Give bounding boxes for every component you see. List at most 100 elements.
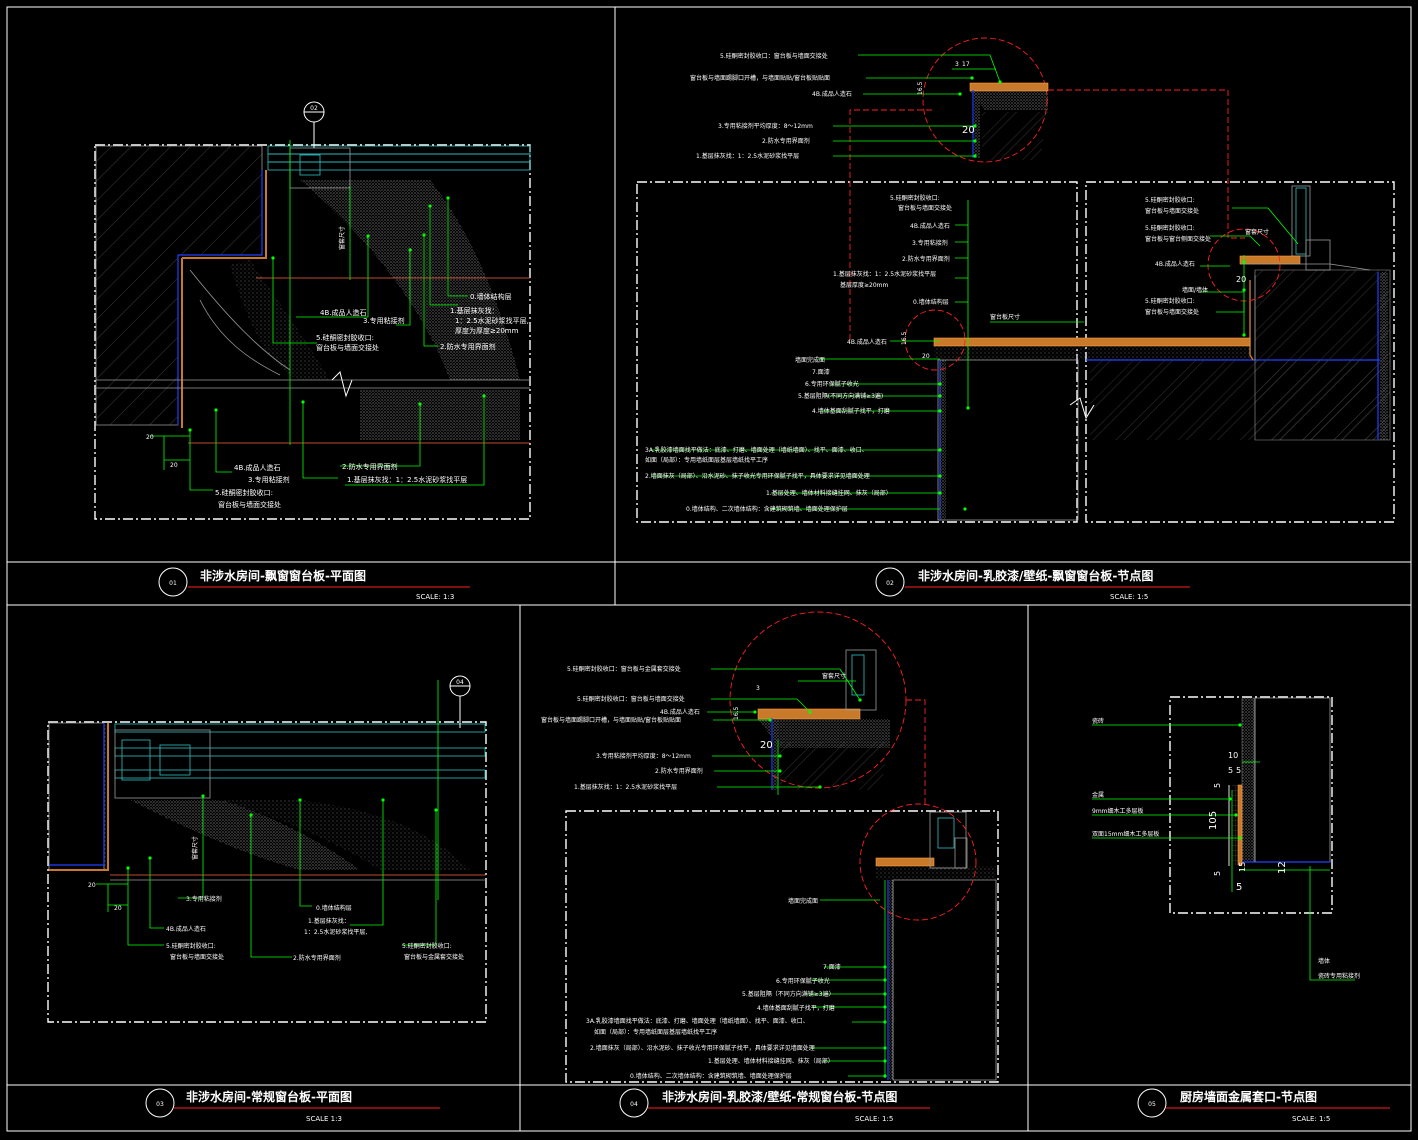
callout-top [729,611,926,805]
label-multiline: 1.基层抹灰找： 1：2.5水泥砂浆找平层, [304,917,367,936]
panel-02-leaders-mid [651,200,1084,511]
svg-text:3: 3 [756,685,760,692]
label: 7.面漆 [823,963,841,971]
label: 墙面完成面 [795,356,825,364]
label: 1.基层抹灰找：1：2.5水泥砂浆找平层 [347,475,467,484]
stone-sill [933,337,1251,347]
title-05: 05 厨房墙面金属套口-节点图 SCALE: 1:5 [1137,1088,1390,1123]
label: 4B.成品人造石 [320,308,366,317]
panel-01-leaders [188,186,486,491]
label: 2.防水专用界面剂 [342,462,398,471]
wall-hatch [96,146,262,425]
label: 墙体 [1318,957,1330,965]
title-02: 02 非涉水房间-乳胶漆/壁纸-飘窗窗台板-节点图 SCALE: 1:5 [875,567,1190,601]
label: 5.硅酮密封胶收口：窗台板与墙面交接处 [720,52,828,60]
detail-border [94,144,531,520]
svg-text:5: 5 [1236,882,1242,893]
label: 5.基层阻隔（不同方向满铺≥3遍） [742,990,835,998]
svg-text:20: 20 [170,462,178,469]
label-multiline: 5.硅酮密封胶收口: 窗台板与墙面交接处 [316,333,379,352]
label: 3.专用粘接剂 [248,475,290,484]
svg-text:3: 3 [955,61,959,68]
label: 4B.成品人造石 [660,708,700,716]
label: 4B.成品人造石 [234,463,280,472]
label: 2.防水专用界面剂 [902,255,950,263]
svg-text:5: 5 [1213,783,1222,788]
svg-text:SCALE: 1:5: SCALE: 1:5 [1292,1115,1330,1123]
panel-02-leaders-top [833,54,1002,158]
label: 5.硅酮密封胶收口：窗台板与金属套交接处 [567,665,681,673]
panel-05-node: 瓷砖 金属 9mm细木工多层板 双面15mm细木工多层板 墙体 瓷砖专用粘接剂 … [1092,696,1360,981]
label: 1.基层处理、墙体材料接缝挂网、抹灰（局部） [708,1057,834,1065]
label-multiline: 5.硅酮密封胶收口: 窗台板与金属套交接处 [402,942,464,961]
panel-title: 厨房墙面金属套口-节点图 [1180,1089,1317,1104]
window-frame [929,811,968,869]
label-multiline: 5.硅酮密封胶收口: 窗台板与墙面交接处 [1145,297,1199,316]
label-multiline: 5.硅酮密封胶收口: 窗台板与墙面交接处 [215,488,281,509]
panel-title: 非涉水房间-飘窗窗台板-平面图 [200,568,366,583]
label: 2.墙面抹灰（局部）、沿水泥砂、抹子收光专用环保腻子找平，具体要求详见墙面处理 [590,1044,815,1052]
label: 瓷砖专用粘接剂 [1318,972,1360,980]
label: 4B.成品人造石 [166,925,206,933]
label: 0.墙体结构层 [316,904,352,912]
detail-tag-04: 04 [437,675,471,900]
label: 墙面完成面 [788,897,818,905]
label: 6.专用环保腻子收光 [805,380,859,388]
panel-title: 非涉水房间-乳胶漆/壁纸-飘窗窗台板-节点图 [918,568,1153,583]
label: 0.墙体结构、二次墙体结构：含建筑砌筑墙、墙面处理保护层 [630,1072,792,1080]
label: 3.专用粘接剂 [186,895,222,903]
svg-text:20: 20 [88,882,96,889]
svg-text:16.5: 16.5 [733,706,740,720]
svg-text:20: 20 [1236,275,1246,284]
svg-text:SCALE: 1:5: SCALE: 1:5 [1110,593,1148,601]
label-multiline: 1.基层抹灰找： 1：2.5水泥砂浆找平层, 厚度为厚度≥20mm [450,306,531,335]
callout-top [922,37,1245,239]
svg-text:20: 20 [962,125,975,136]
label: 5.硅酮密封胶收口：窗台板与墙面交接处 [577,695,685,703]
svg-text:20: 20 [146,434,154,441]
window-frame [1239,185,1371,271]
panel-02-node: 5.硅酮密封胶收口：窗台板与墙面交接处 窗台板与墙面踢脚口开槽，与墙面贴贴/窗台… [636,37,1395,523]
svg-text:10: 10 [1228,751,1238,760]
svg-text:05: 05 [1148,1101,1156,1108]
label: 2.防水专用界面剂 [440,342,496,351]
label-multiline: 5.硅酮密封胶收口: 窗台板与窗台侧面交接处 [1145,224,1211,243]
label: 窗套尺寸 [822,672,846,680]
panel-05-dims: 10 5 5 5 105 5 15 5 12 [1208,751,1288,893]
label: 5.基层阻隔(不同方向满铺≥3遍) [798,392,883,400]
panel-04-leaders-top [707,668,862,795]
svg-text:SCALE 1:3: SCALE 1:3 [306,1115,342,1123]
label: 3.专用粘接剂平均厚度：8～12mm [596,752,691,760]
label: 4B.成品人造石 [1155,260,1195,268]
svg-text:04: 04 [630,1101,638,1108]
title-blocks: 01 非涉水房间-飘窗窗台板-平面图 SCALE: 1:3 02 非涉水房间-乳… [145,567,1390,1123]
label: 2.墙面抹灰（局部）、沿水泥砂、抹子收光专用环保腻子找平，具体要求详见墙面处理 [645,472,870,480]
label: 2.防水专用界面剂 [762,137,810,145]
svg-text:20: 20 [922,353,930,360]
svg-text:17: 17 [962,61,970,68]
label: 0.墙体结构层 [913,298,949,306]
sheet-frames [6,6,1412,1132]
panel-04-leaders-mid [806,880,887,1078]
label: 4B.成品人造石 [812,90,852,98]
label-multiline: 3A.乳胶漆墙面找平做法：底漆、打磨、墙面处理（墙纸墙面）、找平、面漆、收口、 … [645,446,870,464]
svg-text:105: 105 [1208,811,1219,830]
label: 4.墙体基面刮腻子找平，打磨 [757,1004,835,1012]
panel-04-node: 5.硅酮密封胶收口：窗台板与金属套交接处 5.硅酮密封胶收口：窗台板与墙面交接处… [541,611,999,1083]
label-vertical: 窗套尺寸 [191,836,199,860]
label: 1.基层抹灰找：1：2.5水泥砂浆找平层 [696,152,799,160]
label: 4.墙体基面刮腻子找平，打磨 [812,407,890,415]
label: 窗套尺寸 [1245,228,1269,236]
svg-text:04: 04 [456,679,464,686]
svg-text:SCALE: 1:3: SCALE: 1:3 [416,593,454,601]
detail-tag-02: 02 [289,101,325,445]
svg-text:5: 5 [1236,766,1241,775]
panel-05-leaders [1092,723,1355,981]
callout-window [859,803,977,921]
label: 0.墙体结构层 [470,292,512,301]
label-vertical: 窗套尺寸 [338,226,346,250]
svg-text:03: 03 [156,1101,164,1108]
label: 窗台板与墙面踢脚口开槽，与墙面贴贴/窗台板贴贴面 [690,74,830,82]
